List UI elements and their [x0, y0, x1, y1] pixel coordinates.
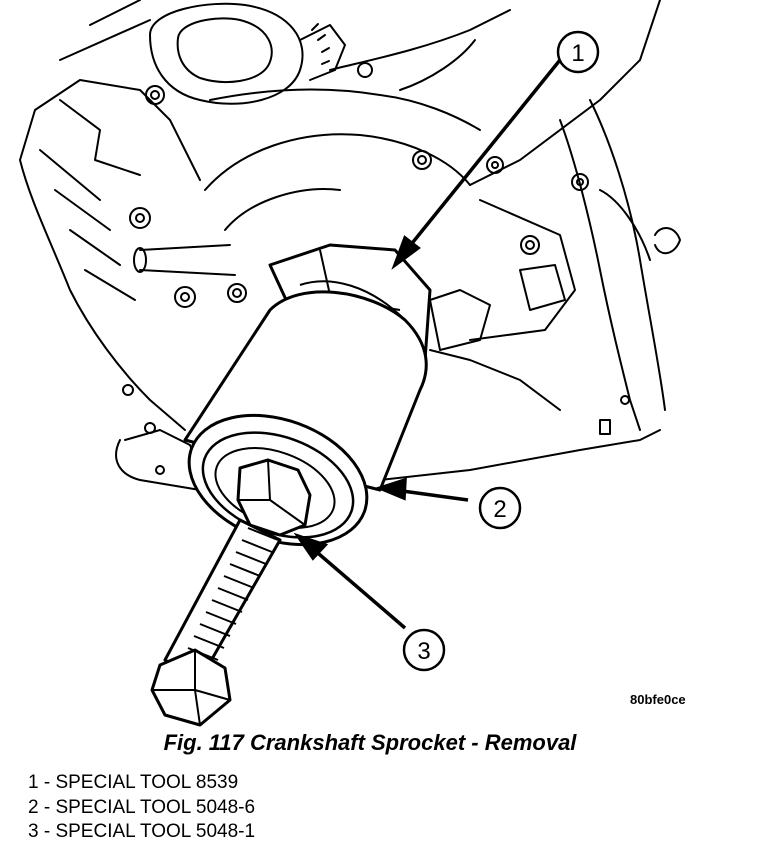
svg-text:3: 3	[417, 638, 430, 665]
parts-legend: 1 - SPECIAL TOOL 8539 2 - SPECIAL TOOL 5…	[28, 771, 255, 845]
figure-caption: Fig. 117 Crankshaft Sprocket - Removal	[163, 730, 577, 755]
svg-text:2: 2	[493, 496, 506, 523]
special-tool-assembly	[150, 243, 432, 727]
legend-item: 1 - SPECIAL TOOL 8539	[28, 772, 239, 793]
forcing-screw-hex-head	[150, 648, 232, 727]
callout-3: 3	[402, 628, 446, 672]
svg-text:1: 1	[571, 40, 584, 67]
engine-block-outline	[19, 0, 681, 491]
legend-item: 3 - SPECIAL TOOL 5048-1	[28, 821, 256, 842]
crankshaft-sprocket-removal-illustration: 1 2 3	[19, 0, 681, 727]
legend-item: 2 - SPECIAL TOOL 5048-6	[28, 796, 256, 818]
callout-leaders	[293, 58, 562, 630]
callout-1: 1	[556, 30, 600, 74]
callout-2: 2	[478, 486, 522, 530]
figure-image-code: 80bfe0ce	[630, 692, 686, 707]
